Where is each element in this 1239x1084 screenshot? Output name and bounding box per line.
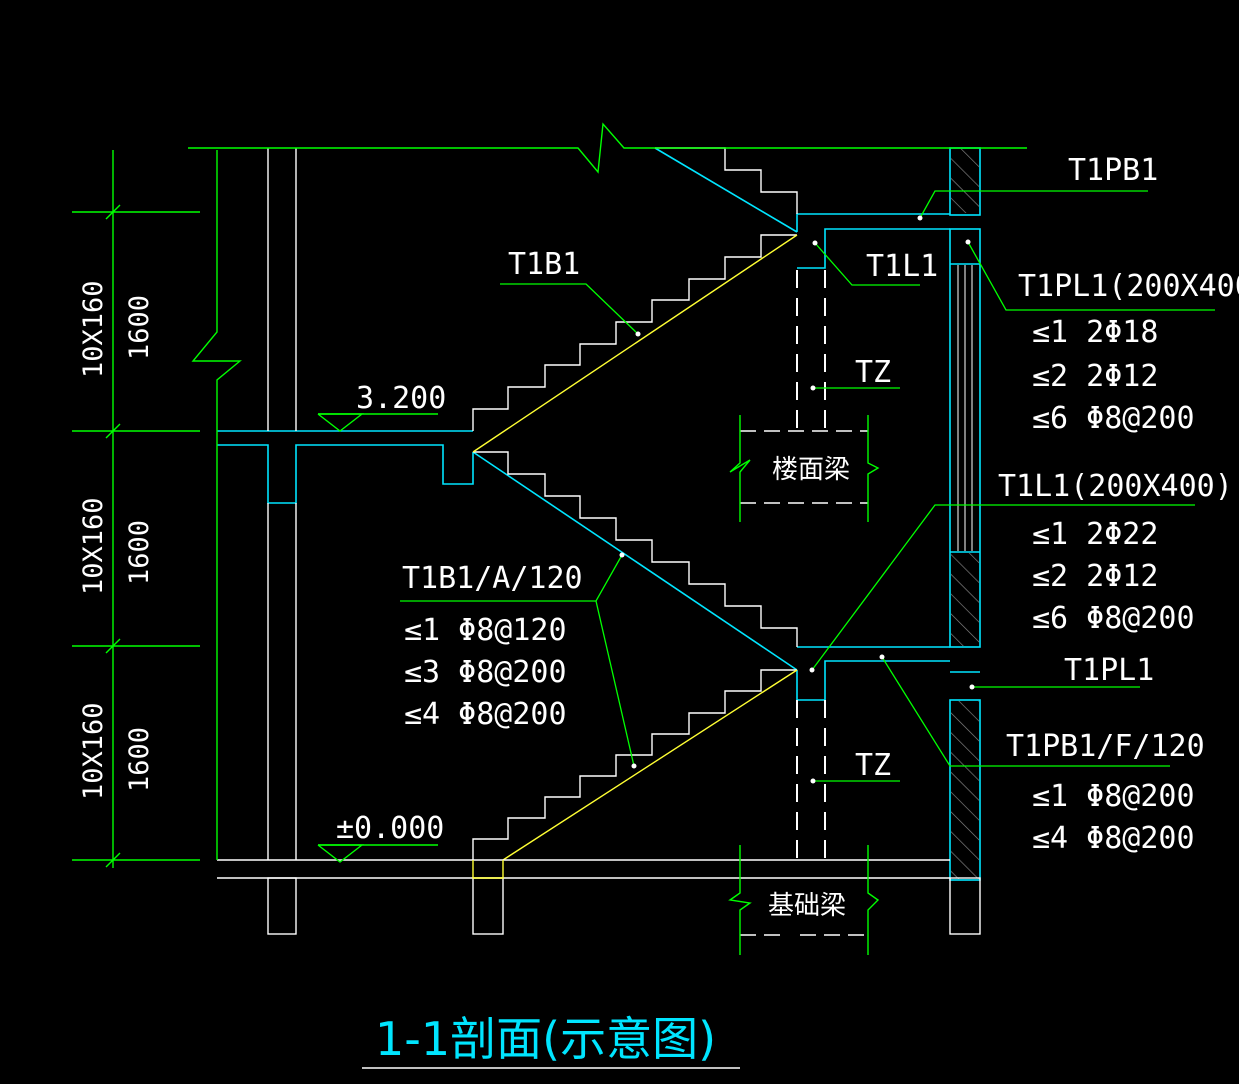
wall-hatch — [951, 149, 979, 879]
label-t1b1: T1B1 — [508, 247, 580, 282]
note-t1pb1f-line-2: ≤4 Φ8@200 — [1032, 821, 1195, 856]
level-ground: ±0.000 — [336, 811, 444, 846]
stair-soffits — [472, 234, 798, 861]
wall-window-lines — [957, 265, 973, 551]
top-break-line — [188, 122, 1027, 174]
note-t1l1-line-3: ≤6 Φ8@200 — [1032, 601, 1195, 636]
label-tz-lower: TZ — [855, 748, 891, 783]
note-t1pl1: T1PL1(200X400) ≤1 2Φ18 ≤2 2Φ12 ≤6 Φ8@200 — [1018, 269, 1239, 436]
note-t1pb1f: T1PB1/F/120 ≤1 Φ8@200 ≤4 Φ8@200 — [1006, 729, 1205, 856]
note-t1pl1-head: T1PL1(200X400) — [1018, 269, 1239, 304]
lower-flight-steps — [472, 451, 798, 860]
note-t1b1a-line-2: ≤3 Φ8@200 — [404, 655, 567, 690]
label-foundation-beam: 基础梁 — [768, 891, 846, 921]
note-t1b1a: T1B1/A/120 ≤1 Φ8@120 ≤3 Φ8@200 ≤4 Φ8@200 — [402, 561, 583, 732]
leaders — [400, 190, 1215, 782]
label-t1l1-top: T1L1 — [866, 249, 938, 284]
note-t1b1a-head: T1B1/A/120 — [402, 561, 583, 596]
note-t1l1: T1L1(200X400) ≤1 2Φ22 ≤2 2Φ12 ≤6 Φ8@200 — [998, 469, 1233, 636]
floor-beam-box — [740, 430, 868, 936]
note-t1pb1f-line-1: ≤1 Φ8@200 — [1032, 779, 1195, 814]
left-wall — [191, 150, 242, 860]
beam-break-lines — [728, 415, 880, 955]
note-t1pl1-line-1: ≤1 2Φ18 — [1032, 315, 1158, 350]
foundation-yellow — [472, 860, 504, 879]
note-t1b1a-line-1: ≤1 Φ8@120 — [404, 613, 567, 648]
dim-a-1: 10X160 — [78, 280, 109, 378]
label-floor-beam: 楼面梁 — [772, 455, 850, 485]
foundation — [217, 859, 981, 935]
leader-dots — [619, 215, 975, 784]
level-upper: 3.200 — [356, 381, 446, 416]
dim-b-3: 1600 — [124, 727, 155, 792]
dim-b-1: 1600 — [124, 295, 155, 360]
label-t1pb1: T1PB1 — [1068, 153, 1158, 188]
upper-flight-steps — [472, 147, 798, 431]
label-tz-upper: TZ — [855, 355, 891, 390]
dim-b-2: 1600 — [124, 520, 155, 585]
note-t1pl1-line-2: ≤2 2Φ12 — [1032, 359, 1158, 394]
tz-columns — [796, 270, 826, 860]
level-marker-upper — [317, 413, 438, 432]
dimension-texts: 10X160 1600 10X160 1600 10X160 1600 — [78, 280, 155, 800]
note-t1pb1f-head: T1PB1/F/120 — [1006, 729, 1205, 764]
left-column — [267, 148, 297, 860]
label-t1pl1: T1PL1 — [1064, 653, 1154, 688]
note-t1pl1-line-3: ≤6 Φ8@200 — [1032, 401, 1195, 436]
level-marker-ground — [317, 844, 438, 863]
note-t1l1-line-2: ≤2 2Φ12 — [1032, 559, 1158, 594]
dim-a-2: 10X160 — [78, 497, 109, 595]
note-t1b1a-line-3: ≤4 Φ8@200 — [404, 697, 567, 732]
dimension-lines — [72, 150, 200, 868]
note-t1l1-head: T1L1(200X400) — [998, 469, 1233, 504]
drawing-title: 1-1剖面(示意图) — [375, 1012, 716, 1066]
note-t1l1-line-1: ≤1 2Φ22 — [1032, 517, 1158, 552]
dim-a-3: 10X160 — [78, 702, 109, 800]
